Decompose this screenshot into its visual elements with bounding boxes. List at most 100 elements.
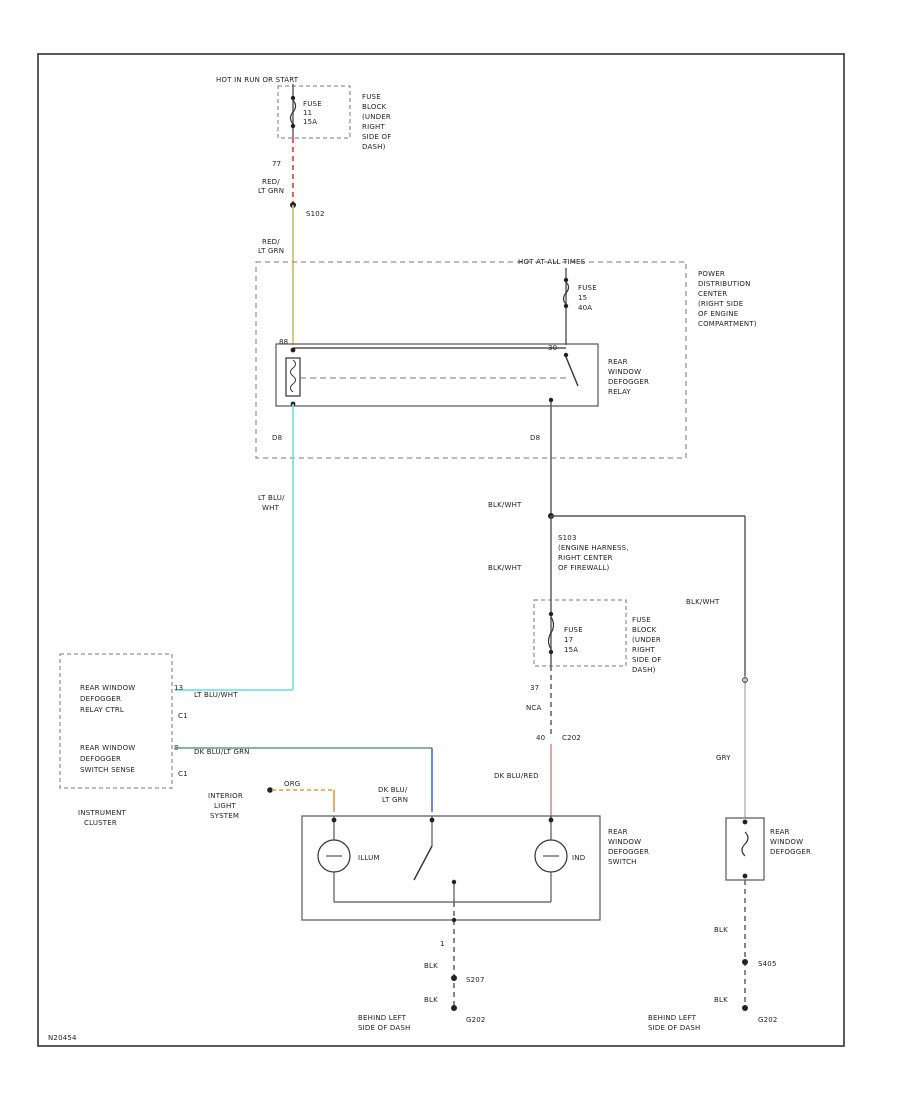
splice-s102-label: S102 xyxy=(306,210,325,218)
svg-text:S103: S103 xyxy=(558,534,577,542)
wire-top-color-2: LT GRN xyxy=(258,187,284,195)
illum-label: ILLUM xyxy=(358,854,380,862)
svg-text:DASH): DASH) xyxy=(362,143,386,151)
splice-s405-label: S405 xyxy=(758,960,777,968)
fuse-mid-terminal xyxy=(548,649,554,655)
ground-g202-left-dot xyxy=(451,1005,457,1011)
relay-pin-right-bottom: D8 xyxy=(530,434,540,442)
wire-blk-r1-label: BLK xyxy=(714,926,728,934)
relay-contact-arm xyxy=(565,356,579,387)
switch-caption: REAR WINDOW DEFOGGER SWITCH xyxy=(608,828,649,866)
svg-text:WINDOW: WINDOW xyxy=(608,838,641,846)
switch-illum-terminal xyxy=(331,817,337,823)
wire-ltbluwht-h-label: LT BLU/WHT xyxy=(194,691,238,699)
svg-text:SIDE OF: SIDE OF xyxy=(362,133,391,141)
svg-text:FUSE: FUSE xyxy=(362,93,381,101)
svg-text:(UNDER: (UNDER xyxy=(632,636,661,644)
instrument-cluster-caption: INSTRUMENT CLUSTER xyxy=(78,809,127,827)
wire-ltblu-label-2: WHT xyxy=(262,504,280,512)
relay-coil-winding xyxy=(290,359,296,393)
svg-text:LT GRN: LT GRN xyxy=(382,796,408,804)
svg-text:SYSTEM: SYSTEM xyxy=(210,812,239,820)
pdc-fuse-terminal xyxy=(563,303,569,309)
pdc-fuse-label-1: FUSE xyxy=(578,284,597,292)
svg-text:BLOCK: BLOCK xyxy=(632,626,657,634)
pdc-fuse-label-2: 15 xyxy=(578,294,587,302)
wire-40-label: 40 xyxy=(536,734,545,742)
pdc-fuse-label-3: 40A xyxy=(578,304,592,312)
switch-arm xyxy=(413,845,433,881)
svg-text:INSTRUMENT: INSTRUMENT xyxy=(78,809,127,817)
svg-text:BEHIND LEFT: BEHIND LEFT xyxy=(648,1014,697,1022)
splice-s207-dot xyxy=(451,975,457,981)
relay-pin-left-bottom: D8 xyxy=(272,434,282,442)
relay-box xyxy=(275,343,599,407)
interior-light-dot xyxy=(267,787,273,793)
svg-text:SWITCH: SWITCH xyxy=(608,858,637,866)
cluster-c1a: C1 xyxy=(178,712,188,720)
fuse-block-mid-caption: FUSE BLOCK (UNDER RIGHT SIDE OF DASH) xyxy=(632,616,661,674)
relay-contact-bottom xyxy=(548,397,554,403)
s103-caption: S103 (ENGINE HARNESS, RIGHT CENTER OF FI… xyxy=(558,534,629,572)
fuse-mid-label-2: 17 xyxy=(564,636,573,644)
cluster-relay-ctrl-label: REAR WINDOW DEFOGGER RELAY CTRL xyxy=(80,684,135,714)
wire-blk-l1-label: BLK xyxy=(424,962,438,970)
defogger-caption: REAR WINDOW DEFOGGER xyxy=(770,828,811,856)
svg-text:COMPARTMENT): COMPARTMENT) xyxy=(698,320,757,328)
relay-coil-terminal-top xyxy=(290,347,296,353)
defogger-switch-box xyxy=(301,815,601,921)
wire-mid-number: 37 xyxy=(530,684,539,692)
ground-g202-right-dot xyxy=(742,1005,748,1011)
behind-left-caption: BEHIND LEFT SIDE OF DASH xyxy=(358,1014,410,1032)
wire-blkwht-label-2: BLK/WHT xyxy=(488,564,522,572)
wire-blk-l2-label: BLK xyxy=(424,996,438,1004)
wire-mid-nca: NCA xyxy=(526,704,542,712)
svg-text:RIGHT: RIGHT xyxy=(632,646,655,654)
ind-label: IND xyxy=(572,854,585,862)
svg-text:SWITCH SENSE: SWITCH SENSE xyxy=(80,766,135,774)
svg-text:REAR WINDOW: REAR WINDOW xyxy=(80,744,135,752)
svg-text:OF ENGINE: OF ENGINE xyxy=(698,310,738,318)
relay-contact-top xyxy=(563,352,569,358)
svg-text:REAR WINDOW: REAR WINDOW xyxy=(80,684,135,692)
fuse-top-terminal xyxy=(290,95,296,101)
behind-right-caption: BEHIND LEFT SIDE OF DASH xyxy=(648,1014,700,1032)
switch-contact-bottom xyxy=(451,879,457,885)
svg-text:DK BLU/: DK BLU/ xyxy=(378,786,408,794)
ground-g202-left-label: G202 xyxy=(466,1016,486,1024)
svg-text:DASH): DASH) xyxy=(632,666,656,674)
fuse-top-label-2: 11 xyxy=(303,109,312,117)
splice-s405-dot xyxy=(742,959,748,965)
fuse-mid-symbol xyxy=(547,616,555,650)
switch-ground-pin xyxy=(451,917,457,923)
pdc-box xyxy=(255,261,687,459)
svg-text:RELAY: RELAY xyxy=(608,388,631,396)
fuse-block-top-box xyxy=(277,85,351,139)
svg-text:CENTER: CENTER xyxy=(698,290,727,298)
wire-org-label: ORG xyxy=(284,780,300,788)
svg-text:(UNDER: (UNDER xyxy=(362,113,391,121)
svg-text:(RIGHT SIDE: (RIGHT SIDE xyxy=(698,300,743,308)
defogger-element xyxy=(741,831,749,857)
cluster-pin-a: 13 xyxy=(174,684,183,692)
svg-text:SIDE OF DASH: SIDE OF DASH xyxy=(358,1024,410,1032)
svg-text:(ENGINE HARNESS,: (ENGINE HARNESS, xyxy=(558,544,629,552)
switch-contact-top xyxy=(429,817,435,823)
defogger-terminal-bottom xyxy=(742,873,748,879)
svg-text:WINDOW: WINDOW xyxy=(770,838,803,846)
pdc-caption: POWER DISTRIBUTION CENTER (RIGHT SIDE OF… xyxy=(698,270,757,328)
interior-light-caption: INTERIOR LIGHT SYSTEM xyxy=(208,792,243,820)
wire-top-number: 77 xyxy=(272,160,281,168)
fuse-top-label-1: FUSE xyxy=(303,100,322,108)
switch-pin-1: 1 xyxy=(440,940,445,948)
svg-text:CLUSTER: CLUSTER xyxy=(84,819,117,827)
diagram-frame xyxy=(37,53,845,1047)
splice-s207-label: S207 xyxy=(466,976,485,984)
svg-text:DEFOGGER: DEFOGGER xyxy=(770,848,811,856)
svg-text:REAR: REAR xyxy=(608,358,628,366)
cluster-switch-sense-label: REAR WINDOW DEFOGGER SWITCH SENSE xyxy=(80,744,135,774)
ground-g202-right-label: G202 xyxy=(758,1016,778,1024)
wire-dkblu-ltgrn-h-label: DK BLU/LT GRN xyxy=(194,748,250,756)
pdc-fuse-terminal xyxy=(563,277,569,283)
